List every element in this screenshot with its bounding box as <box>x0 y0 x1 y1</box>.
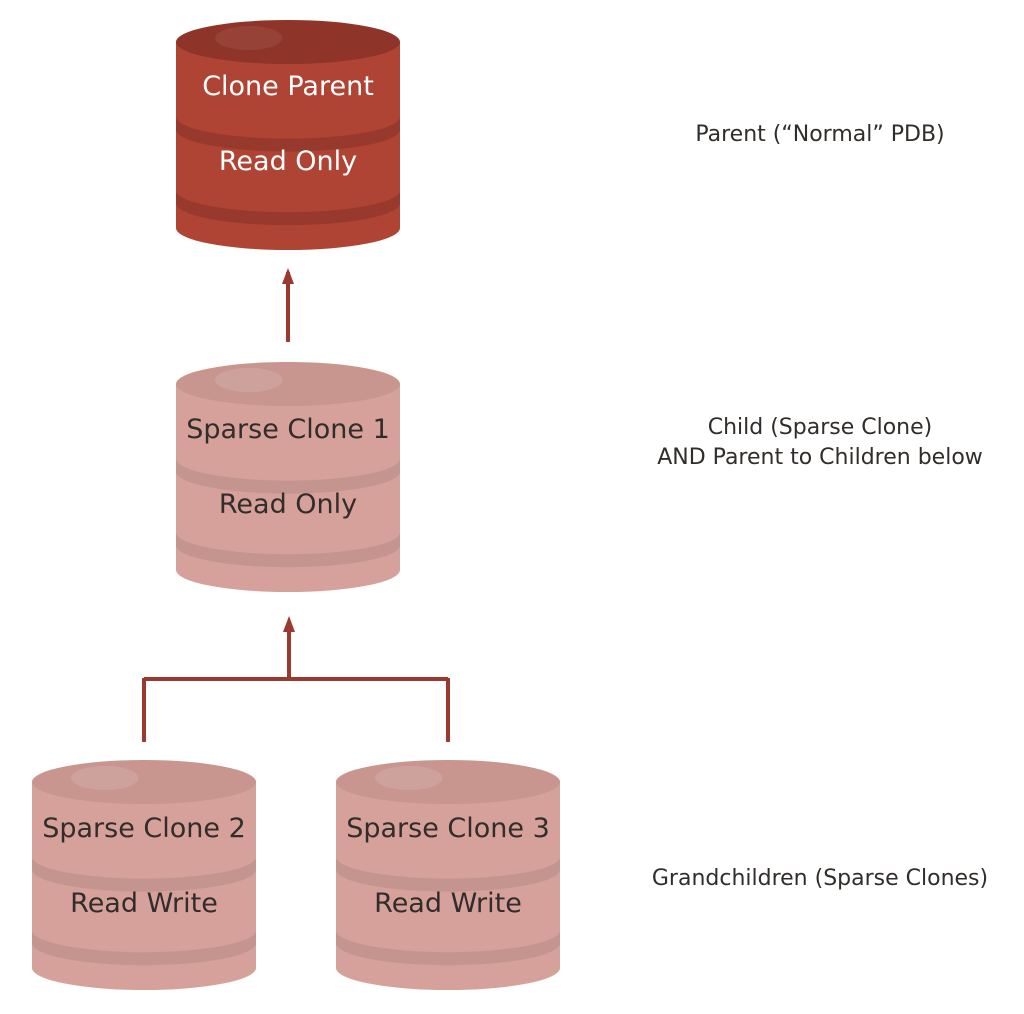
arrowhead-icon <box>282 268 294 284</box>
cylinder-sparse-clone-3: Sparse Clone 3 Read Write <box>336 760 560 990</box>
node-mode: Read Write <box>374 888 522 919</box>
label-grandchildren-text: Grandchildren (Sparse Clones) <box>651 866 989 891</box>
cylinder-band <box>176 190 401 226</box>
cylinder-clone-parent: Clone Parent Read Only <box>176 20 401 250</box>
node-title: Clone Parent <box>202 71 374 102</box>
cylinder-top <box>176 362 400 406</box>
arrowhead-icon <box>283 616 295 632</box>
label-child: Child (Sparse Clone) AND Parent to Child… <box>630 413 1010 473</box>
label-parent: Parent (“Normal” PDB) <box>640 120 1000 150</box>
label-child-line1: Child (Sparse Clone) <box>707 415 933 440</box>
cylinder-band <box>176 458 401 494</box>
label-child-line2: AND Parent to Children below <box>657 445 983 470</box>
cylinder-sparse-clone-1: Sparse Clone 1 Read Only <box>176 362 401 592</box>
cylinder-top-highlight <box>215 25 283 51</box>
cylinder-band <box>32 856 256 892</box>
cylinder-band <box>336 930 560 966</box>
node-mode: Read Only <box>219 489 357 520</box>
cylinder-top-highlight <box>215 367 283 393</box>
cylinder-top <box>336 760 560 804</box>
node-title: Sparse Clone 2 <box>42 813 246 844</box>
cylinder-top <box>32 760 256 804</box>
cylinder-top <box>176 20 400 64</box>
label-grandchildren: Grandchildren (Sparse Clones) <box>630 864 1010 894</box>
cylinder-band <box>32 930 256 966</box>
cylinder-top-highlight <box>71 765 139 791</box>
cylinder-top-highlight <box>375 765 443 791</box>
connectors <box>142 268 450 742</box>
node-title: Sparse Clone 1 <box>186 414 390 445</box>
cylinder-band <box>336 856 560 892</box>
node-mode: Read Write <box>70 888 218 919</box>
cylinder-sparse-clone-2: Sparse Clone 2 Read Write <box>32 760 256 990</box>
label-parent-text: Parent (“Normal” PDB) <box>695 122 945 147</box>
node-mode: Read Only <box>219 146 357 177</box>
node-title: Sparse Clone 3 <box>346 813 550 844</box>
cylinder-band <box>176 116 401 152</box>
cylinder-band <box>176 532 401 568</box>
